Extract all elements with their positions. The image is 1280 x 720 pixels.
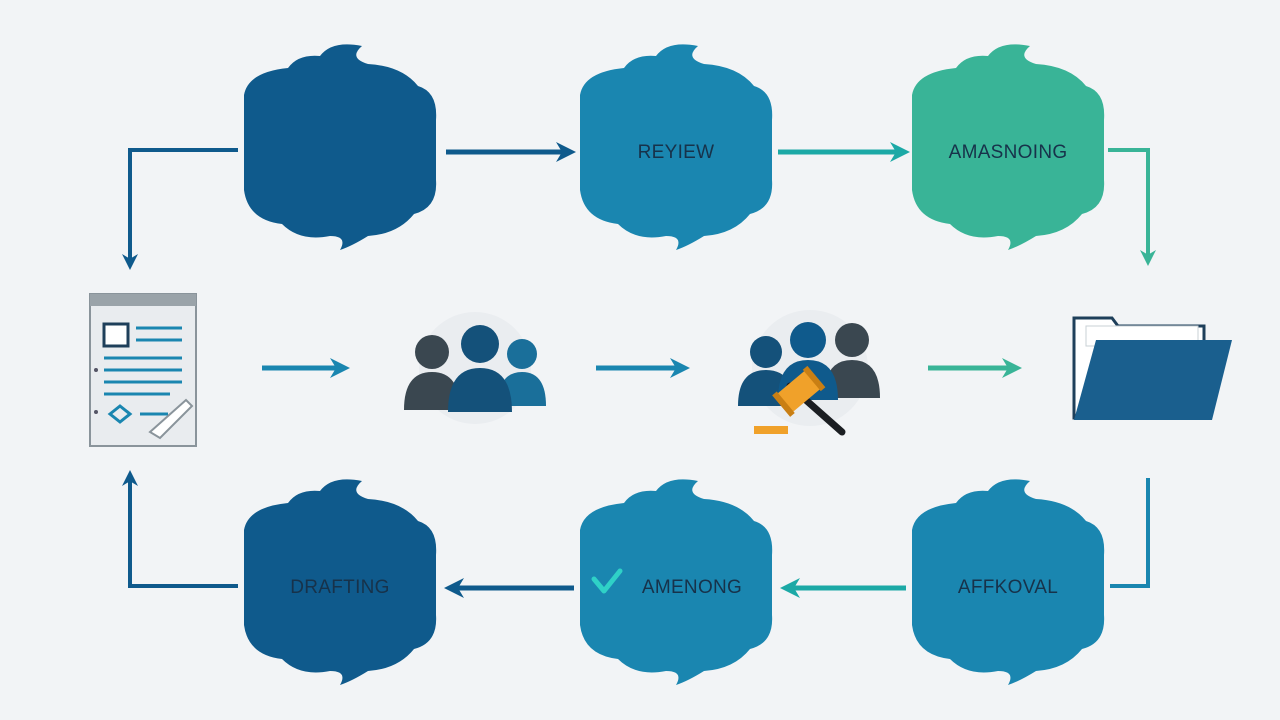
stage-review-label: REYIEW	[638, 142, 715, 163]
gavel-icon	[754, 365, 846, 436]
stage-amending-top-label: AMASNOING	[949, 142, 1068, 163]
stage-amending-bottom: AMENONG	[580, 479, 773, 685]
document-icon	[89, 293, 197, 447]
stage-approval-label: AFFKOVAL	[958, 577, 1058, 598]
stage-drafting-label: DRAFTING	[290, 577, 390, 598]
arrow-folder-to-approval	[1110, 478, 1150, 588]
stage-top-left	[244, 44, 437, 250]
arrow-amending-to-folder	[1108, 148, 1156, 266]
folder-icon	[1072, 316, 1232, 420]
stage-review: REYIEW	[580, 44, 773, 250]
people-gavel-icon	[738, 310, 880, 436]
arrow-drafting-to-document	[122, 470, 238, 588]
checkmark-icon	[591, 568, 623, 594]
stage-amending-top: AMASNOING	[912, 44, 1105, 250]
arrow-top-left-to-document	[122, 148, 238, 270]
stage-amending-bottom-label: AMENONG	[642, 577, 742, 598]
stage-approval: AFFKOVAL	[912, 479, 1105, 685]
stage-drafting: DRAFTING	[244, 479, 437, 685]
people-group-icon	[404, 312, 546, 424]
